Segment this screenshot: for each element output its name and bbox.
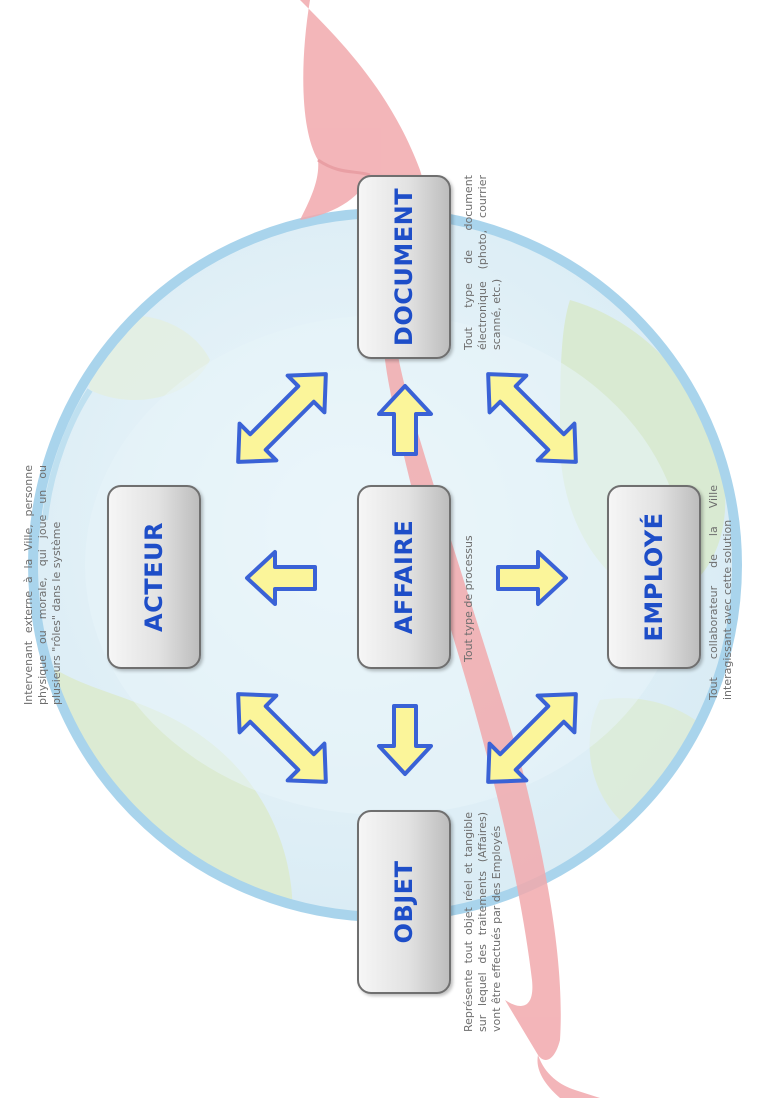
node-objet-label: OBJET	[390, 860, 418, 944]
objet-description: Représente tout objet réel et tangible s…	[462, 812, 503, 1032]
node-affaire: AFFAIRE	[357, 485, 451, 669]
node-affaire-label: AFFAIRE	[390, 519, 418, 635]
node-objet: OBJET	[357, 810, 451, 994]
node-document: DOCUMENT	[357, 175, 451, 359]
node-acteur: ACTEUR	[107, 485, 201, 669]
document-description: Tout type de document électronique (phot…	[462, 175, 503, 350]
node-employe: EMPLOYÉ	[607, 485, 701, 669]
employe-description: Tout collaborateur de la Ville interagis…	[707, 485, 734, 700]
acteur-description: Intervenant externe à la Ville, personne…	[22, 465, 63, 705]
affaire-description: Tout type de processus	[462, 535, 475, 662]
node-document-label: DOCUMENT	[390, 187, 418, 347]
node-acteur-label: ACTEUR	[140, 522, 168, 632]
node-employe-label: EMPLOYÉ	[640, 512, 668, 642]
